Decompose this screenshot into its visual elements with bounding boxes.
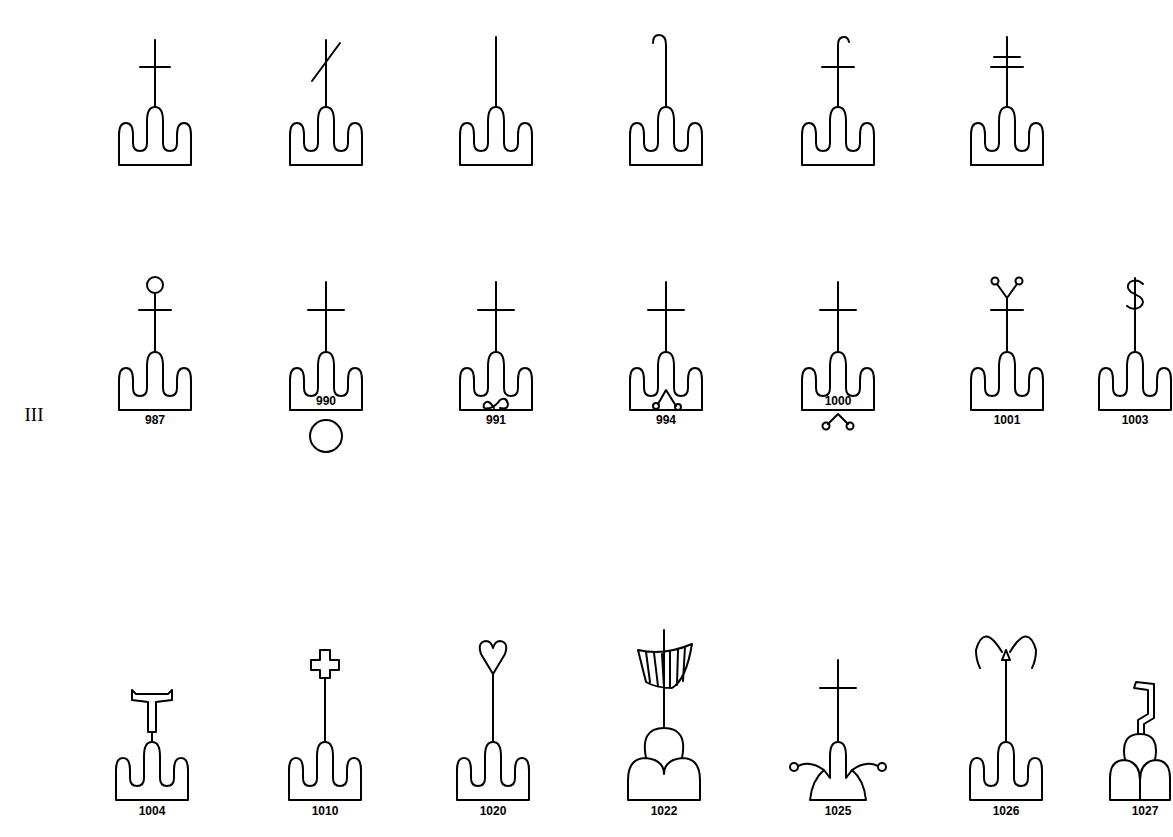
catalogue-number: 990 — [316, 395, 336, 408]
catalogue-number: 1010 — [312, 805, 339, 818]
catalogue-number: 1020 — [480, 805, 507, 818]
catalogue-number: 1001 — [994, 414, 1021, 427]
catalogue-number: 1027 — [1132, 805, 1159, 818]
catalogue-number: 1000 — [825, 395, 852, 408]
group-numeral: III — [25, 405, 44, 425]
catalogue-number: 987 — [145, 414, 165, 427]
catalogue-number: 1025 — [825, 805, 852, 818]
catalogue-number: 1004 — [139, 805, 166, 818]
catalogue-number: 1022 — [651, 805, 678, 818]
catalogue-number: 994 — [656, 414, 676, 427]
catalogue-number: 991 — [486, 414, 506, 427]
catalogue-number: 1026 — [993, 805, 1020, 818]
catalogue-number: 1003 — [1122, 414, 1149, 427]
